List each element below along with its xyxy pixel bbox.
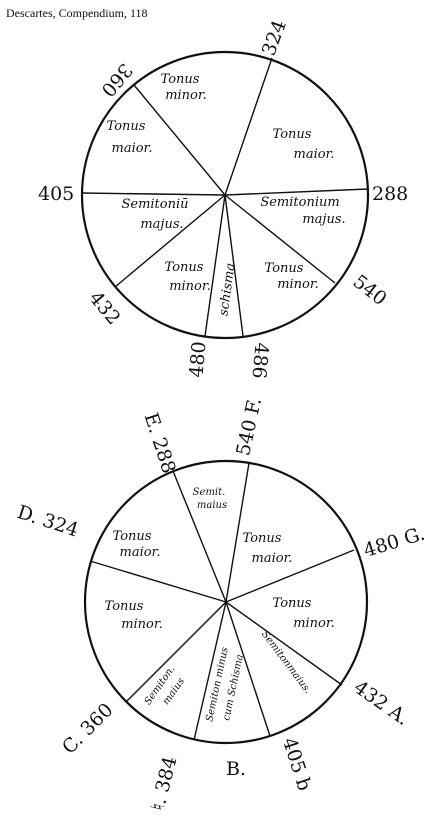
top-label-tonus-maior-left-1: Tonus (107, 119, 146, 134)
top-radius-288 (224, 188, 369, 196)
bottom-point-c: C. 360 (58, 699, 118, 759)
top-circle-outline (80, 50, 370, 340)
bottom-label-tonus-maior-left-2: maior. (120, 545, 161, 560)
top-radius-480 (204, 194, 226, 337)
top-number-405: 405 (38, 183, 74, 205)
top-radius-360 (133, 84, 226, 196)
top-radius-486 (224, 194, 244, 337)
bottom-point-e: E. 288 (140, 410, 180, 476)
bottom-label-tonus-maior-right-1: Tonus (243, 531, 282, 546)
bottom-radius-d (89, 560, 227, 603)
top-number-324: 324 (258, 17, 291, 59)
bottom-point-d: D. 324 (15, 501, 82, 541)
top-label-semitonium-left-1: Semitoniū (121, 197, 188, 212)
bottom-label-tonus-minor-left-2: minor. (121, 617, 163, 632)
bottom-point-f: 540 F. (232, 396, 266, 458)
top-label-semitonium-right-2: majus. (302, 212, 345, 227)
top-label-tonus-minor-ll-2: minor. (169, 279, 211, 294)
bottom-label-semit-top-1: Semit. (193, 487, 226, 498)
top-label-schisma: schisma (216, 262, 238, 317)
bottom-label-tonus-minor-right-2: minor. (293, 616, 335, 631)
bottom-radius-g (225, 549, 355, 603)
bottom-radius-e (172, 470, 227, 603)
top-number-486: 486 (247, 342, 272, 380)
top-label-tonus-minor-top-1: Tonus (161, 72, 200, 87)
bottom-label-tonus-minor-left-1: Tonus (105, 599, 144, 614)
bottom-label-semiton-maius-right: Semitonmaius. (259, 629, 313, 696)
top-label-semitonium-left-2: majus. (140, 217, 183, 232)
bottom-point-b-natural: ♮. 384 (147, 754, 182, 813)
top-number-288: 288 (372, 183, 408, 205)
bottom-circle-diagram: E. 288 540 F. 480 G. 432 A. 405 b B. ♮. … (15, 396, 428, 813)
top-radius-432 (114, 194, 226, 288)
top-label-tonus-maior-right-1: Tonus (273, 127, 312, 142)
bottom-radius-a (225, 601, 343, 686)
top-label-tonus-minor-lr-1: Tonus (265, 261, 304, 276)
bottom-radius-b (193, 601, 227, 741)
bottom-label-tonus-minor-right-1: Tonus (273, 596, 312, 611)
page-caption: Descartes, Compendium, 118 (6, 6, 148, 20)
top-number-480: 480 (185, 340, 210, 378)
bottom-point-b-flat: 405 b (278, 735, 316, 794)
top-label-tonus-minor-ll-1: Tonus (165, 260, 204, 275)
bottom-radius-f (225, 462, 250, 603)
top-label-tonus-minor-top-2: minor. (165, 88, 207, 103)
top-label-tonus-maior-left-2: maior. (112, 141, 153, 156)
bottom-label-tonus-maior-right-2: maior. (252, 551, 293, 566)
top-label-semitonium-right-1: Semitonium (260, 195, 339, 210)
top-number-360: 360 (97, 59, 137, 101)
bottom-circle-outline (83, 459, 369, 745)
bottom-point-b: B. (226, 758, 246, 780)
top-label-tonus-minor-lr-2: minor. (277, 277, 319, 292)
bottom-radius-c (125, 601, 227, 703)
bottom-point-g: 480 G. (361, 523, 428, 562)
top-radius-405 (81, 192, 226, 196)
top-label-tonus-maior-right-2: maior. (294, 147, 335, 162)
top-number-540: 540 (349, 270, 391, 310)
top-radius-324 (224, 57, 273, 196)
bottom-label-tonus-maior-left-1: Tonus (113, 529, 152, 544)
bottom-radius-b-flat (225, 601, 271, 737)
top-radius-540 (224, 194, 336, 284)
bottom-point-a: 432 A. (350, 676, 413, 730)
bottom-label-semit-top-2: maius (197, 500, 227, 511)
top-circle-diagram: 324 288 540 486 480 432 405 360 Tonus mi… (38, 17, 408, 379)
top-number-432: 432 (85, 287, 125, 329)
